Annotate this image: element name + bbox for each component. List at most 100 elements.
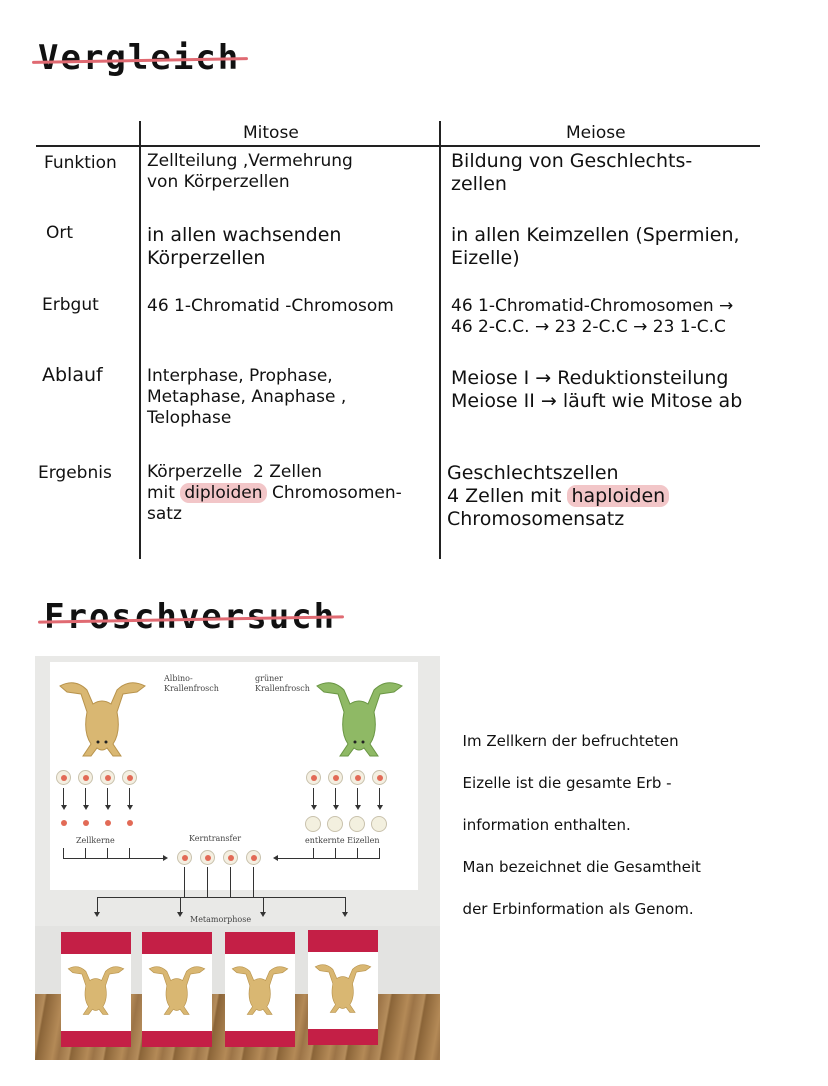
cell-mitose-erbgut: 46 1-Chromatid -Chromosom: [147, 296, 394, 316]
connector: [278, 858, 380, 859]
cell-line: 4 Zellen mit: [447, 485, 568, 507]
column-header-meiose: Meiose: [566, 123, 626, 143]
transfer-cell: [246, 850, 261, 865]
cell-line: Körperzellen: [147, 247, 266, 269]
arrow-line: [313, 788, 314, 806]
body-cell: [122, 770, 137, 785]
albino-frog-card: [142, 932, 212, 1047]
cell-line: 46 1-Chromatid-Chromosomen →: [451, 296, 734, 316]
green-frog-icon: [316, 682, 403, 757]
arrow-down-icon: [311, 805, 317, 810]
enucleated-egg: [327, 816, 343, 832]
note-line: der Erbinformation als Genom.: [462, 900, 694, 918]
albino-frog-icon: [231, 966, 289, 1015]
albino-frog-icon: [314, 964, 372, 1013]
note-line: Man bezeichnet die Gesamtheit: [462, 858, 701, 876]
arrow-down-icon: [61, 805, 67, 810]
cell-line: zellen: [451, 173, 507, 195]
cell-line: mit: [147, 483, 181, 503]
card-band: [308, 930, 378, 952]
body-cell: [56, 770, 71, 785]
arrow-line: [357, 788, 358, 806]
connector: [129, 848, 130, 858]
connector: [313, 848, 314, 858]
cell-line: Meiose I → Reduktionsteilung: [451, 367, 729, 389]
albino-frog-icon: [59, 682, 146, 757]
enucleated-egg: [371, 816, 387, 832]
column-header-mitose: Mitose: [243, 123, 299, 143]
cell-line: Metaphase, Anaphase ,: [147, 387, 347, 407]
cell-line: von Körperzellen: [147, 172, 290, 192]
cell-meiose-erbgut: 46 1-Chromatid-Chromosomen →46 2-C.C. → …: [451, 296, 733, 338]
highlight-diploid: diploiden: [180, 483, 267, 503]
note-line: Im Zellkern der befruchteten: [462, 732, 679, 750]
card-band: [61, 932, 131, 954]
connector: [63, 848, 64, 858]
connector: [85, 848, 86, 858]
arrow-line: [107, 788, 108, 806]
heading-froschversuch: Froschversuch: [37, 597, 345, 637]
row-label-ablauf: Ablauf: [42, 364, 103, 386]
cell-line: in allen Keimzellen (Spermien,: [451, 224, 740, 246]
arrow-down-icon: [333, 805, 339, 810]
diagram-poster: Albino- Krallenfrosch grüner Krallenfros…: [50, 662, 418, 890]
cell-line: Telophase: [147, 408, 232, 428]
connector: [263, 897, 264, 913]
label-metamorphosis: Metamorphose: [190, 915, 252, 924]
albino-frog-card: [308, 930, 378, 1045]
row-label-ort: Ort: [46, 223, 74, 243]
cell-line: Meiose II → läuft wie Mitose ab: [451, 390, 743, 412]
cell-line: Bildung von Geschlechts-: [451, 150, 693, 172]
cell-line: Zellteilung ,Vermehrung: [147, 151, 353, 171]
label-green-frog: grüner Krallenfrosch: [255, 674, 310, 693]
cell-line: Eizelle): [451, 247, 520, 269]
enucleated-egg: [349, 816, 365, 832]
cell-mitose-ablauf: Interphase, Prophase,Metaphase, Anaphase…: [147, 366, 346, 429]
connector: [180, 897, 181, 913]
nucleus: [105, 820, 111, 826]
frog-experiment-figure: Albino- Krallenfrosch grüner Krallenfros…: [35, 656, 440, 1060]
transfer-cell: [200, 850, 215, 865]
connector: [207, 867, 208, 897]
arrow-down-icon: [342, 912, 348, 917]
transfer-cell: [177, 850, 192, 865]
cell-meiose-funktion: Bildung von Geschlechts-zellen: [451, 150, 692, 196]
cell-meiose-ort: in allen Keimzellen (Spermien,Eizelle): [451, 224, 740, 270]
arrow-down-icon: [105, 805, 111, 810]
cell-line: 46 2-C.C. → 23 2-C.C → 23 1-C.C: [451, 317, 726, 337]
arrow-line: [379, 788, 380, 806]
cell-line: Interphase, Prophase,: [147, 366, 333, 386]
label-albino-frog: Albino- Krallenfrosch: [164, 674, 219, 693]
arrow-line: [335, 788, 336, 806]
arrow-down-icon: [260, 912, 266, 917]
cell-line: in allen wachsenden: [147, 224, 342, 246]
nucleus: [127, 820, 133, 826]
connector: [253, 867, 254, 897]
egg-cell: [306, 770, 321, 785]
highlight-haploid: haploiden: [567, 485, 670, 507]
nucleus: [83, 820, 89, 826]
table-divider-2: [439, 121, 441, 559]
albino-frog-card: [61, 932, 131, 1047]
label-nuclear-transfer: Kerntransfer: [189, 834, 242, 843]
row-label-erbgut: Erbgut: [42, 295, 99, 315]
arrow-line: [129, 788, 130, 806]
connector: [357, 848, 358, 858]
connector: [63, 858, 165, 859]
arrow-line: [63, 788, 64, 806]
row-label-ergebnis: Ergebnis: [38, 463, 112, 483]
arrow-down-icon: [83, 805, 89, 810]
connector: [97, 897, 98, 913]
egg-cell: [350, 770, 365, 785]
transfer-cell: [223, 850, 238, 865]
card-band: [142, 1031, 212, 1047]
connector: [107, 848, 108, 858]
cell-line: Chromosomensatz: [447, 508, 625, 530]
cell-line: Geschlechtszellen: [447, 462, 619, 484]
arrow-down-icon: [127, 805, 133, 810]
